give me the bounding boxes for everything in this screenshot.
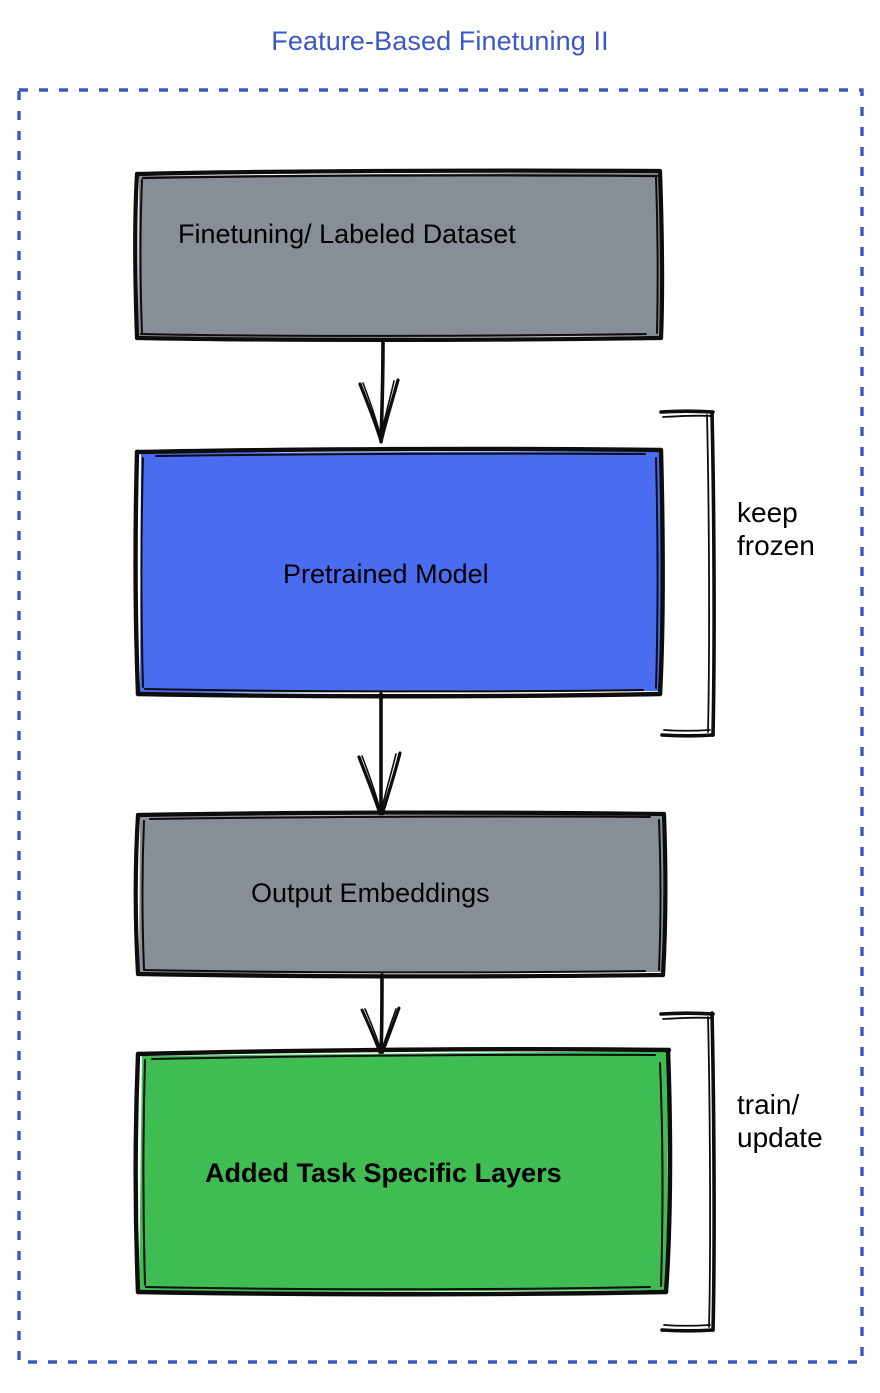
bracket-train-update [659, 1011, 716, 1333]
bracket-keep-frozen [659, 409, 716, 738]
node-label-embeddings: Output Embeddings [251, 878, 490, 908]
node-label-tasklayers: Added Task Specific Layers [205, 1158, 562, 1188]
edge-dataset-pretrained [358, 338, 400, 444]
node-dataset[interactable] [133, 168, 665, 342]
node-label-pretrained: Pretrained Model [283, 559, 489, 589]
node-label-dataset: Finetuning/ Labeled Dataset [178, 219, 516, 249]
edge-embeddings-tasklayers [360, 973, 401, 1058]
page-title: Feature-Based Finetuning II [271, 26, 609, 56]
edge-pretrained-embeddings [357, 692, 402, 820]
annotation-label-train-update: train/ update [737, 1089, 823, 1154]
annotation-label-keep-frozen: keep frozen [737, 497, 815, 562]
